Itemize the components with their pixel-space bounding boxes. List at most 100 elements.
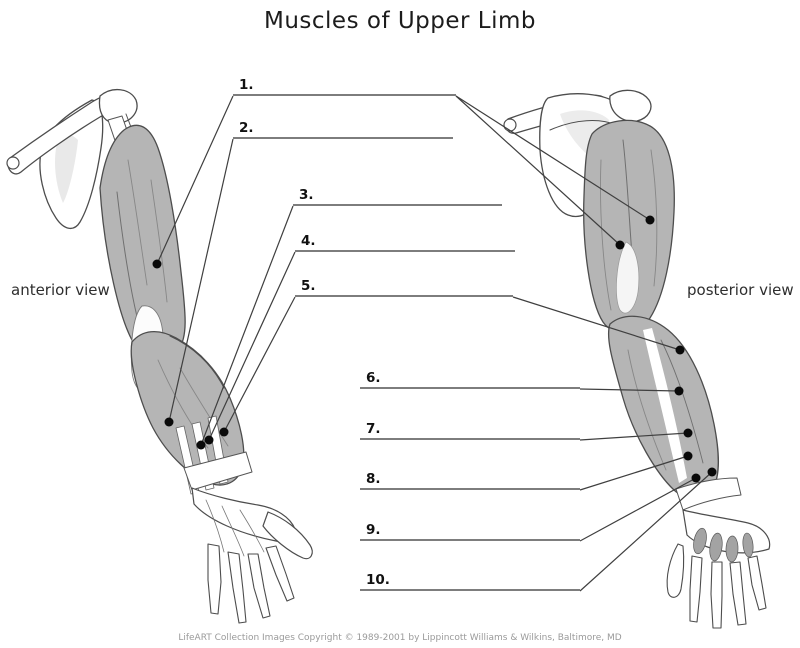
dot-1-posterior-b — [615, 240, 625, 250]
posterior-thumb — [666, 543, 685, 598]
posterior-wrist-band — [675, 477, 742, 511]
posterior-view-caption: posterior view — [687, 281, 794, 299]
anterior-wrist-band — [183, 451, 253, 491]
dot-3 — [196, 440, 206, 450]
leader-line-10 — [579, 471, 713, 592]
posterior-interosseous-1 — [693, 527, 707, 555]
answer-blank-5[interactable] — [295, 295, 513, 297]
answer-blank-7[interactable] — [360, 438, 580, 440]
posterior-clavicle-end — [503, 118, 517, 132]
answer-blank-1[interactable] — [233, 94, 456, 96]
anterior-clavicle-end — [6, 156, 20, 170]
dot-7 — [683, 428, 693, 438]
anterior-palm-tendon-3 — [239, 509, 265, 553]
dot-4 — [204, 435, 214, 445]
posterior-humerus-head — [609, 89, 652, 123]
dot-1-anterior — [152, 259, 162, 269]
label-number-3: 3. — [299, 187, 314, 203]
label-number-4: 4. — [301, 233, 316, 249]
anterior-palm-tendon-2 — [221, 505, 245, 557]
anterior-upper-arm-striation-1 — [127, 159, 148, 286]
label-row-7: 7. — [360, 421, 580, 440]
leader-line-9 — [579, 477, 697, 542]
posterior-interosseous-3 — [725, 535, 739, 563]
leader-line-1-posterior-b — [455, 95, 621, 246]
leader-line-7 — [579, 432, 689, 441]
anterior-upper-arm-muscle — [99, 124, 186, 360]
posterior-finger-4 — [747, 555, 767, 611]
posterior-forearm-ridge — [660, 339, 704, 464]
label-row-3: 3. — [293, 187, 502, 206]
leader-line-3 — [200, 205, 294, 446]
label-row-8: 8. — [360, 471, 580, 490]
anterior-palm-tendon-1 — [205, 499, 225, 553]
posterior-upper-arm-striation-1 — [600, 159, 612, 311]
copyright-notice: LifeART Collection Images Copyright © 19… — [178, 633, 622, 643]
dot-10 — [707, 467, 717, 477]
leader-line-8 — [579, 455, 689, 491]
leader-line-6 — [579, 388, 680, 392]
anterior-scapula-shade — [54, 133, 78, 203]
answer-blank-9[interactable] — [360, 539, 580, 541]
anterior-forearm-striation-2 — [179, 367, 229, 447]
anterior-view-caption: anterior view — [11, 281, 110, 299]
label-row-9: 9. — [360, 522, 580, 541]
answer-blank-10[interactable] — [360, 589, 580, 591]
label-row-4: 4. — [295, 233, 515, 252]
dot-5-anterior — [219, 427, 229, 437]
answer-blank-2[interactable] — [233, 137, 453, 139]
page-title: Muscles of Upper Limb — [263, 8, 537, 34]
posterior-forearm-striation — [627, 349, 667, 471]
posterior-forearm-tendon-streak — [643, 328, 687, 483]
anterior-upper-arm-striation-2 — [150, 179, 168, 303]
posterior-finger-2 — [710, 561, 723, 629]
posterior-arm-illustration — [503, 89, 771, 629]
leader-line-1-posterior-a — [455, 95, 651, 221]
label-number-10: 10. — [366, 572, 390, 588]
leader-lines — [156, 95, 713, 592]
anterior-forearm-ridge — [169, 335, 225, 389]
anterior-finger-1 — [207, 543, 222, 615]
label-number-2: 2. — [239, 120, 254, 136]
posterior-upper-arm-striation-2 — [650, 149, 658, 287]
leader-line-5-anterior — [223, 296, 296, 433]
label-number-7: 7. — [366, 421, 381, 437]
label-row-1: 1. — [233, 77, 456, 96]
anterior-thumb — [262, 511, 313, 560]
label-number-1: 1. — [239, 77, 254, 93]
answer-blank-4[interactable] — [295, 250, 515, 252]
label-row-2: 2. — [233, 120, 453, 139]
anterior-finger-4 — [265, 545, 295, 602]
label-number-5: 5. — [301, 278, 316, 294]
dot-1-posterior-a — [645, 215, 655, 225]
dot-8 — [683, 451, 693, 461]
answer-blank-3[interactable] — [293, 204, 502, 206]
posterior-triceps-tendon — [616, 241, 640, 314]
anterior-finger-2 — [227, 551, 247, 624]
label-row-10: 10. — [360, 572, 580, 591]
posterior-finger-1 — [689, 555, 703, 623]
leader-line-4 — [208, 251, 296, 441]
label-number-8: 8. — [366, 471, 381, 487]
label-row-5: 5. — [295, 278, 513, 297]
posterior-finger-3 — [729, 561, 747, 626]
label-number-9: 9. — [366, 522, 381, 538]
dot-5-posterior — [675, 345, 685, 355]
label-row-6: 6. — [360, 370, 580, 389]
dot-9 — [691, 473, 701, 483]
leader-line-5-posterior — [512, 296, 681, 351]
anterior-finger-3 — [247, 553, 271, 619]
leader-line-1-anterior — [156, 95, 234, 265]
posterior-interosseous-4 — [742, 532, 754, 558]
posterior-interosseous-2 — [709, 532, 723, 562]
leader-line-2 — [168, 138, 234, 423]
label-number-6: 6. — [366, 370, 381, 386]
anterior-arm-illustration — [6, 89, 313, 624]
answer-blank-6[interactable] — [360, 387, 580, 389]
dot-2 — [164, 417, 174, 427]
answer-blank-8[interactable] — [360, 488, 580, 490]
marker-dots — [152, 215, 717, 483]
anterior-humerus-head — [98, 89, 138, 124]
